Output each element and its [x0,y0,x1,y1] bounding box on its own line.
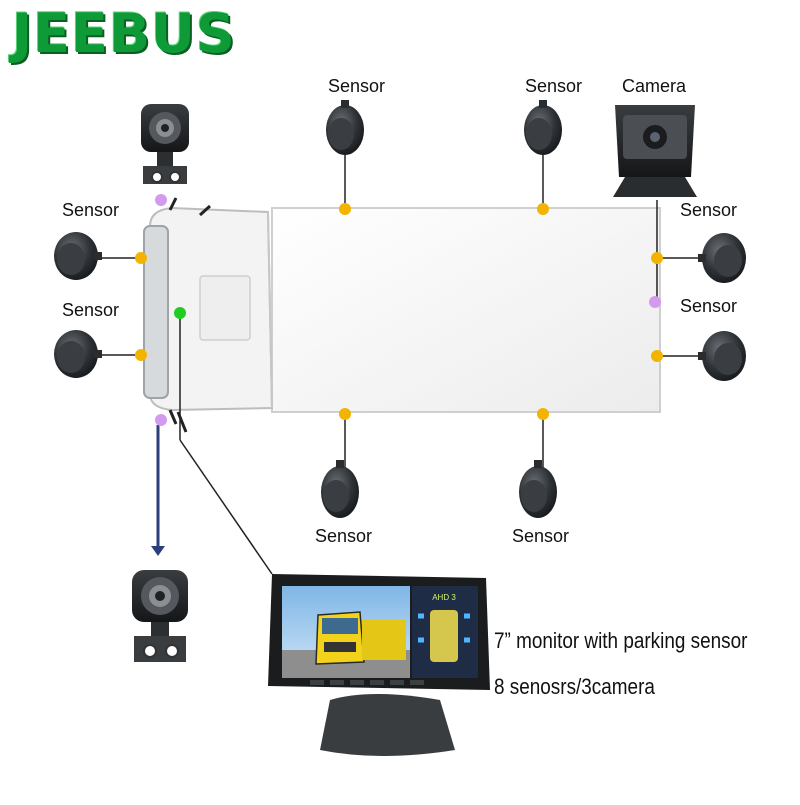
label-sensor-right-1: Sensor [680,200,738,220]
truck-roof-panel [199,275,251,341]
sensor-point-bottom-1 [339,408,351,420]
screen-truck-grille [324,642,356,652]
truck-top-view [143,197,661,433]
camera-point-top [155,194,167,206]
sensor-point-right-1 [651,252,663,264]
label-camera-rear: Camera [622,76,687,96]
side-camera-bottom [132,570,188,662]
sensor-wires [100,155,702,575]
sensor-bottom-1 [321,460,359,518]
sensor-left-2 [54,330,102,378]
brand-logo: JEEBUS [12,2,236,65]
screen-ahd-badge: AHD 3 [432,593,456,602]
sensor-right-2 [698,331,746,381]
wire-monitor-diagonal [179,439,273,575]
label-sensor-bottom-2: Sensor [512,526,570,546]
video-feed-arrowhead [151,546,165,556]
sensor-point-left-2 [135,349,147,361]
sensor-top-2 [524,100,562,155]
monitor-buttons [310,680,424,685]
label-sensor-left-1: Sensor [62,200,120,220]
label-sensor-right-2: Sensor [680,296,738,316]
monitor-point [174,307,186,319]
screen-truck-icon [430,610,458,662]
truck-cargo-box [271,207,661,413]
screen-truck-windshield [322,618,358,634]
sensor-point-right-2 [651,350,663,362]
truck-cab-divider [267,211,273,409]
sensor-point-left-1 [135,252,147,264]
screen-sensor-arcs [418,613,470,643]
mirror-bottom [168,409,188,433]
sensor-point-top-1 [339,203,351,215]
mirror-top [168,197,212,217]
side-camera-top [141,104,189,184]
label-sensor-top-2: Sensor [525,76,583,96]
screen-truck-trailer [362,620,406,660]
connection-points [135,194,663,426]
monitor-caption-title: 7” monitor with parking sensor [494,628,748,653]
monitor-device: AHD 3 [268,574,490,756]
sensor-point-bottom-2 [537,408,549,420]
monitor-caption-subtitle: 8 senosrs/3camera [494,674,655,699]
label-sensor-left-2: Sensor [62,300,120,320]
camera-point-bottom [155,414,167,426]
truck-windshield [143,225,169,399]
monitor-stand [320,694,455,756]
label-sensor-top-1: Sensor [328,76,386,96]
rear-camera [613,105,697,197]
label-sensor-bottom-1: Sensor [315,526,373,546]
camera-point-rear [649,296,661,308]
sensor-bottom-2 [519,460,557,518]
sensor-right-1 [698,233,746,283]
sensor-top-1 [326,100,364,155]
sensor-left-1 [54,232,102,280]
sensor-point-top-2 [537,203,549,215]
